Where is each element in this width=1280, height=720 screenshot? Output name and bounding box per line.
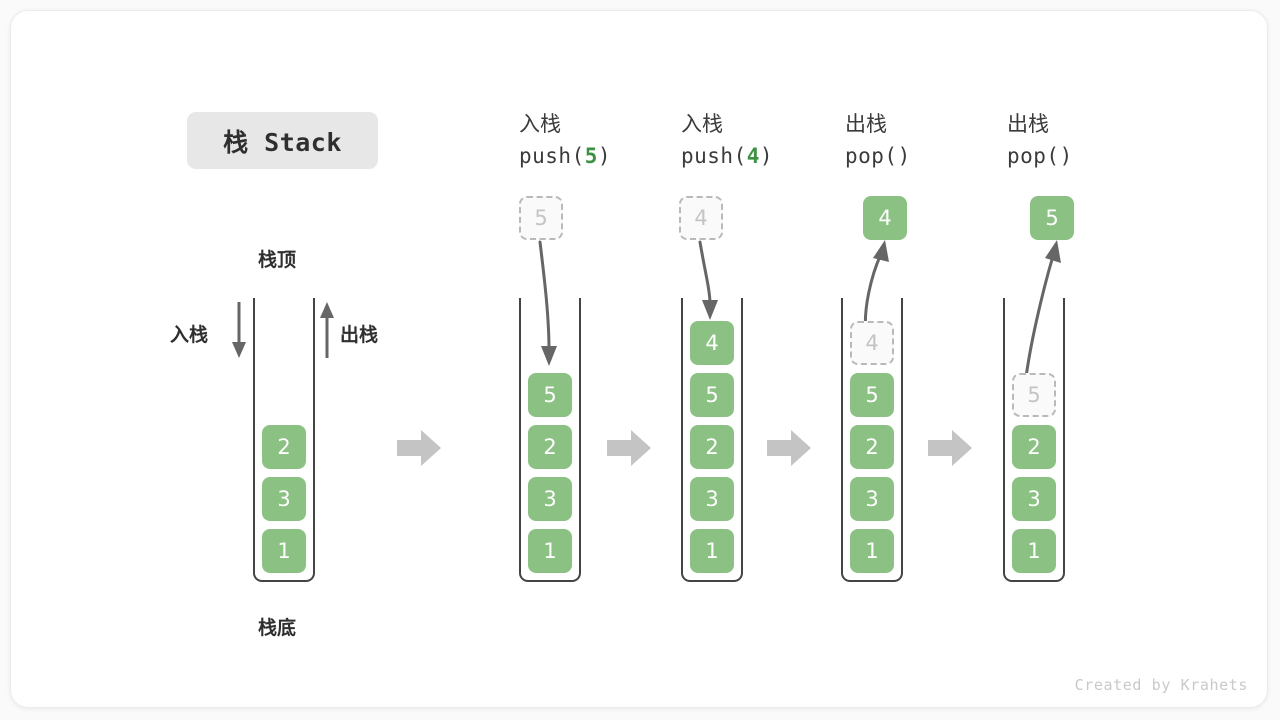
- stack-container: [681, 298, 743, 582]
- step-heading-code: push(4): [681, 144, 774, 168]
- title-badge: 栈 Stack: [187, 112, 378, 169]
- stack-item: 1: [690, 529, 734, 573]
- stack-item: 2: [262, 425, 306, 469]
- stack-container: [253, 298, 315, 582]
- title-badge-label: 栈 Stack: [223, 127, 342, 157]
- step-heading-code: pop(): [1007, 144, 1073, 168]
- step-heading: 出栈 pop(): [845, 108, 911, 168]
- outgoing-value-box: 5: [1030, 196, 1074, 240]
- stack-item: 2: [690, 425, 734, 469]
- stack-item: 2: [850, 425, 894, 469]
- stack-item: 3: [1012, 477, 1056, 521]
- stack-container: [841, 298, 903, 582]
- push-arrow-down-icon: [228, 300, 250, 360]
- stack-item-ghost: 5: [1012, 373, 1056, 417]
- stack-container: [1003, 298, 1065, 582]
- stack-item: 1: [528, 529, 572, 573]
- push-motion-arrow-icon: [519, 238, 579, 378]
- stack-item: 5: [690, 373, 734, 417]
- step-heading-cn: 入栈: [681, 112, 723, 136]
- push-direction-label: 入栈: [170, 324, 209, 346]
- stack-item: 2: [528, 425, 572, 469]
- pop-arrow-up-icon: [316, 300, 338, 360]
- pop-direction-label: 出栈: [340, 324, 379, 346]
- step-heading: 入栈 push(4): [681, 108, 773, 168]
- transition-arrow-icon: [397, 428, 443, 468]
- stack-item: 3: [850, 477, 894, 521]
- stack-item: 3: [690, 477, 734, 521]
- stack-item: 1: [1012, 529, 1056, 573]
- stack-top-label: 栈顶: [258, 249, 297, 271]
- step-heading-cn: 出栈: [1007, 112, 1049, 136]
- incoming-value-box: 5: [519, 196, 563, 240]
- pop-motion-arrow-icon: [1005, 238, 1075, 390]
- stack-item: 4: [690, 321, 734, 365]
- step-heading-code: push(5): [519, 144, 612, 168]
- step-heading: 出栈 pop(): [1007, 108, 1073, 168]
- transition-arrow-icon: [928, 428, 974, 468]
- stack-item: 2: [1012, 425, 1056, 469]
- stack-item: 1: [262, 529, 306, 573]
- stack-item-ghost: 4: [850, 321, 894, 365]
- stack-item: 3: [262, 477, 306, 521]
- step-heading-cn: 出栈: [845, 112, 887, 136]
- step-heading-cn: 入栈: [519, 112, 561, 136]
- stack-item: 1: [850, 529, 894, 573]
- watermark: Created by Krahets: [1074, 676, 1248, 694]
- incoming-value-box: 4: [679, 196, 723, 240]
- step-heading-code: pop(): [845, 144, 911, 168]
- outgoing-value-box: 4: [863, 196, 907, 240]
- stack-bottom-label: 栈底: [258, 617, 297, 639]
- transition-arrow-icon: [607, 428, 653, 468]
- stack-item: 5: [528, 373, 572, 417]
- transition-arrow-icon: [767, 428, 813, 468]
- step-heading: 入栈 push(5): [519, 108, 611, 168]
- stack-item: 5: [850, 373, 894, 417]
- stack-item: 3: [528, 477, 572, 521]
- stack-container: [519, 298, 581, 582]
- push-motion-arrow-icon: [679, 238, 739, 338]
